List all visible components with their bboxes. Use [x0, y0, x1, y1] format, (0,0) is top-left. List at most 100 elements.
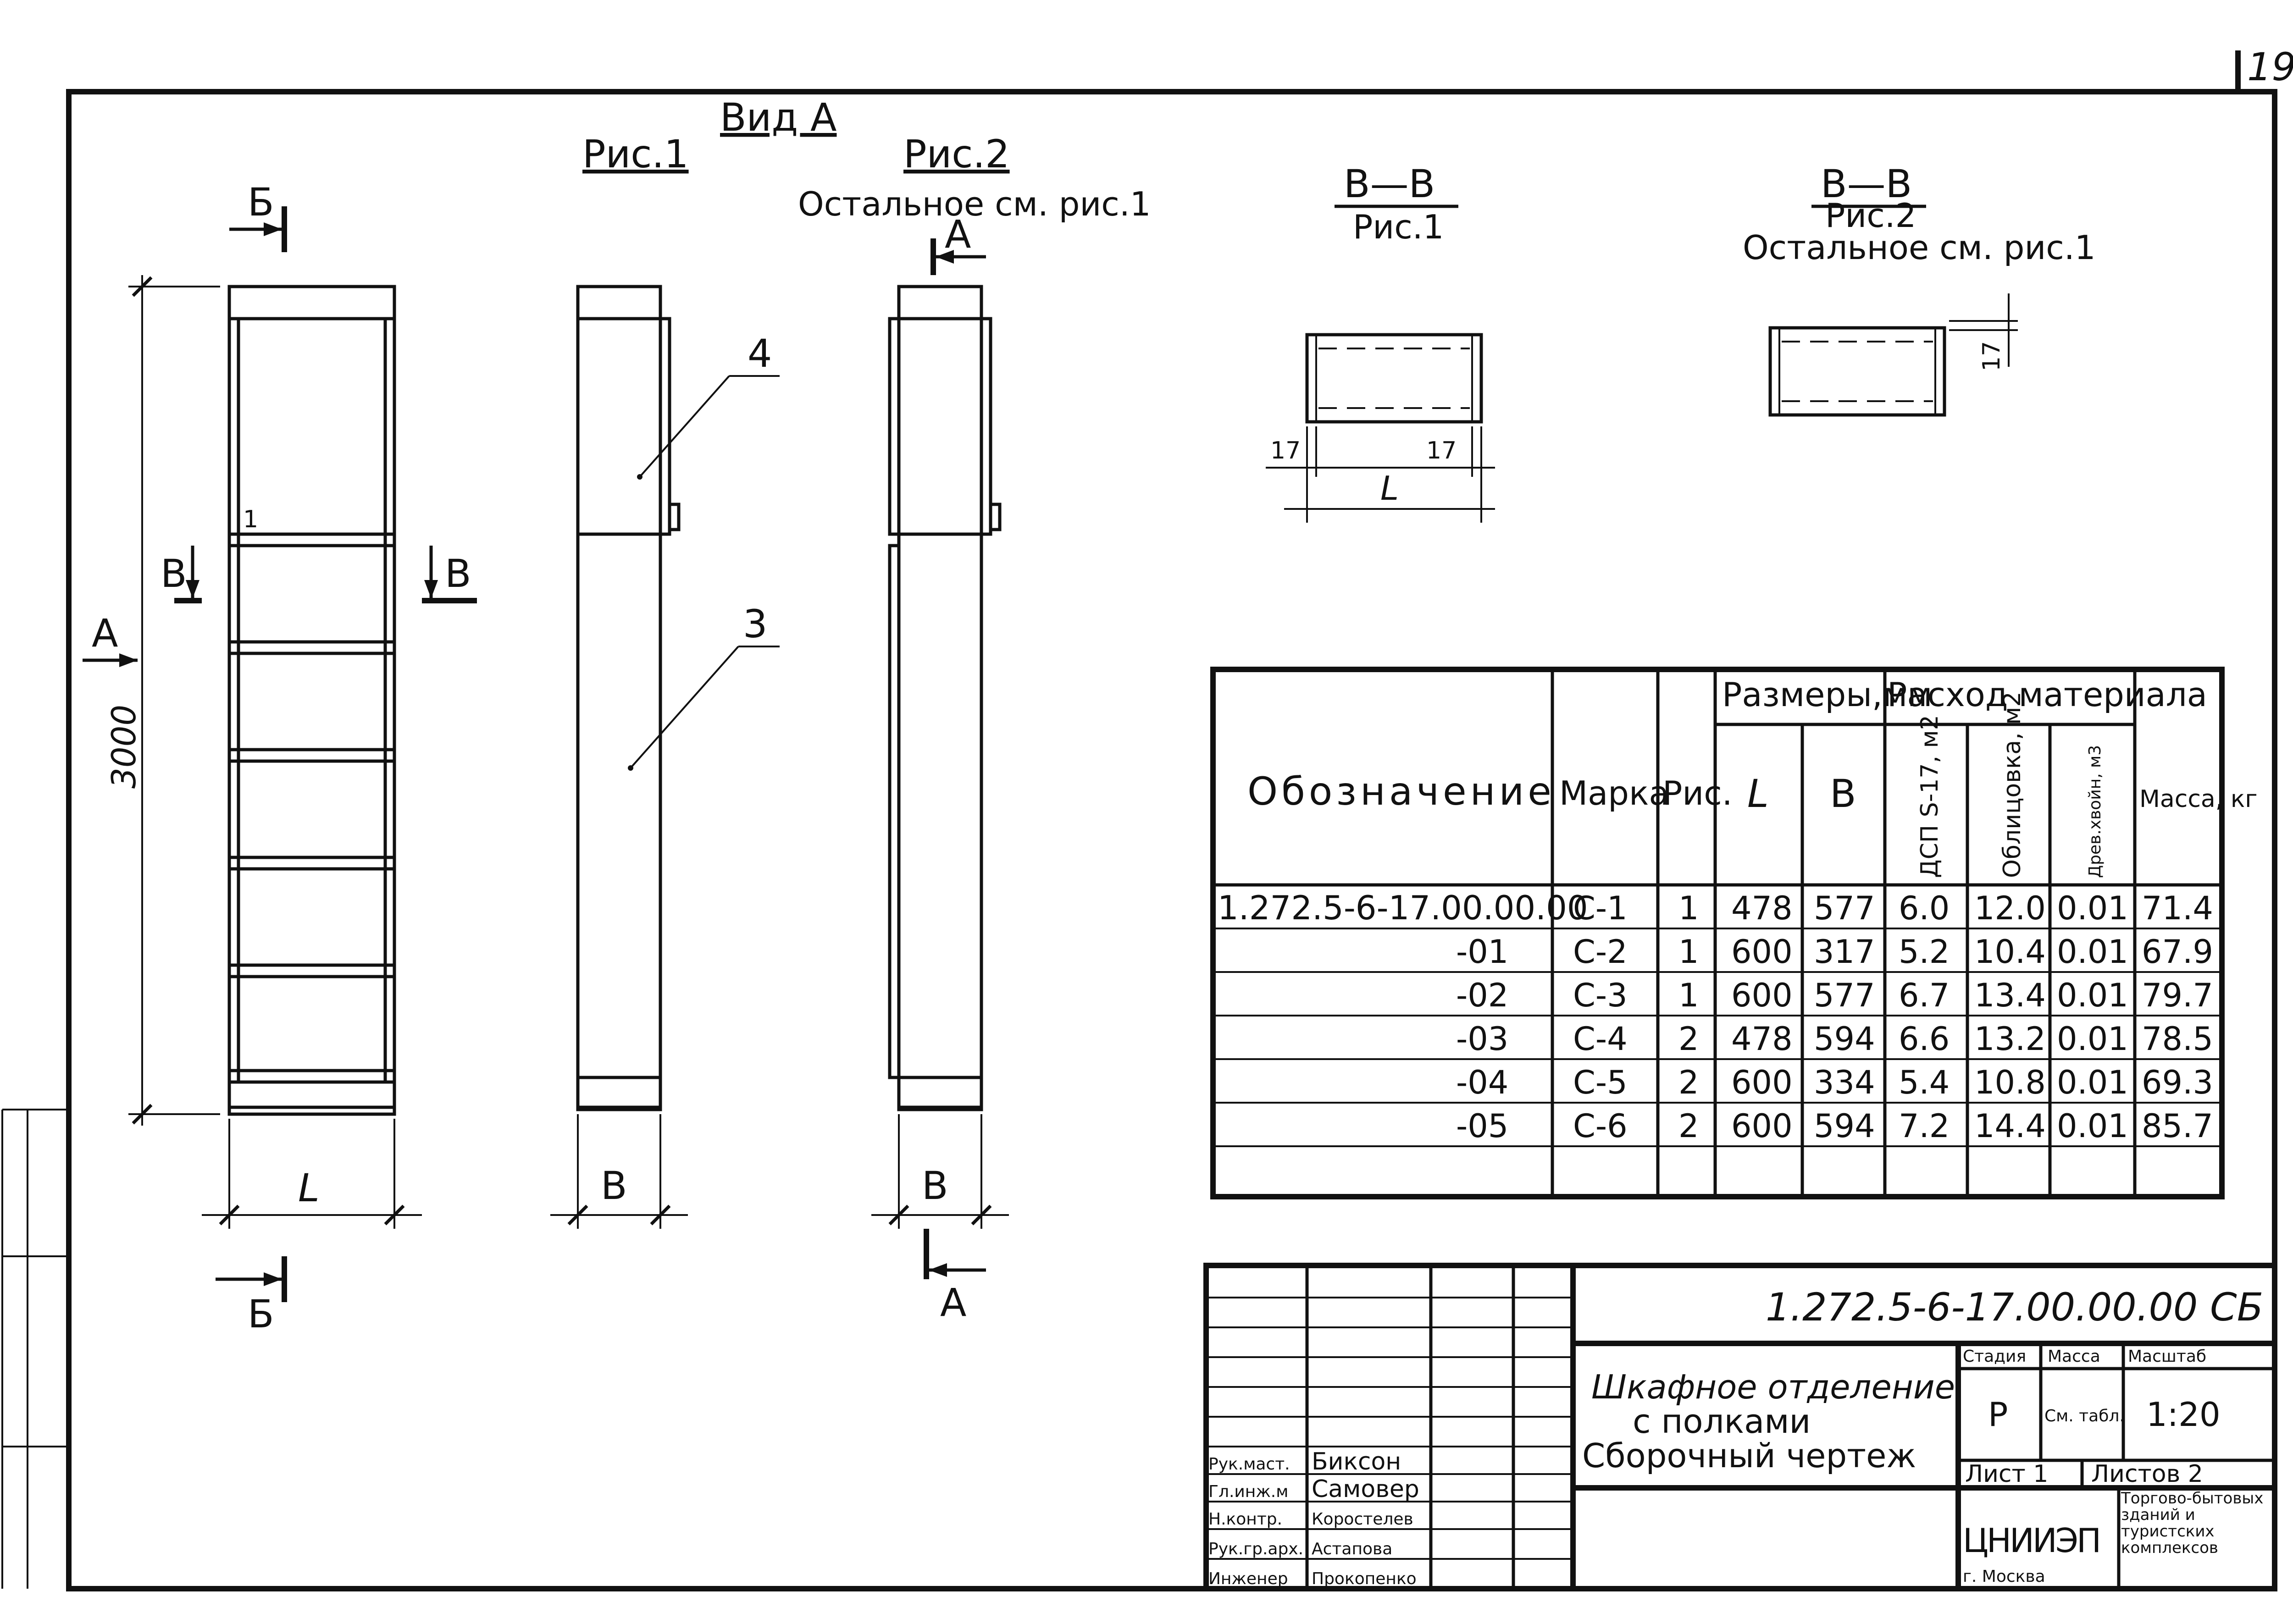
- ostalnoe-label: Остальное см. рис.1: [798, 185, 1151, 223]
- cell-L: 600: [1731, 977, 1793, 1014]
- cell-L: 600: [1731, 1107, 1793, 1145]
- cell-dsp: 5.4: [1899, 1064, 1950, 1101]
- cell-drev: 0.01: [2057, 977, 2128, 1014]
- cell-B: 577: [1814, 889, 1875, 927]
- cell-obl: 13.2: [1974, 1020, 2046, 1058]
- cell-dsp: 5.2: [1899, 933, 1950, 971]
- item-3-label: 3: [743, 602, 767, 646]
- cell-L: 600: [1731, 933, 1793, 971]
- cell-marka: С-1: [1573, 889, 1628, 927]
- cell-oboz: 1.272.5-6-17.00.00.00: [1218, 889, 1588, 927]
- doc-name-line3: Сборочный чертеж: [1582, 1436, 1916, 1475]
- cell-massa: 71.4: [2142, 889, 2213, 927]
- cell-ris: 2: [1678, 1064, 1699, 1101]
- table-row: -03 С-4 2 478 594 6.6 13.2 0.01 78.5: [1456, 1020, 2213, 1058]
- doc-name-line1: Шкафное отделение: [1591, 1368, 1955, 1406]
- name-3: Астапова: [1312, 1540, 1392, 1558]
- role-4: Инженер: [1208, 1569, 1288, 1588]
- cell-dsp: 6.6: [1899, 1020, 1950, 1058]
- front-view: 1 3000 L Б Б В В А: [83, 180, 477, 1337]
- section-vv-ris1: В—В Рис.1 17 17 L: [1266, 161, 1495, 523]
- section-v-left-label: В: [161, 551, 187, 596]
- cell-drev: 0.01: [2057, 1064, 2128, 1101]
- cell-marka: С-5: [1573, 1064, 1628, 1101]
- name-0: Биксон: [1312, 1448, 1401, 1475]
- cell-drev: 0.01: [2057, 933, 2128, 971]
- side-view-ris1: Вид А Рис.1 4 3 B: [550, 95, 836, 1229]
- material-table: Обозначение Марка Рис. Размеры,мм L B Ра…: [1210, 667, 2258, 1199]
- drawing-frame: [66, 89, 2277, 1591]
- section-a-bottom-label: А: [940, 1280, 966, 1325]
- name-1: Самовер: [1312, 1475, 1419, 1503]
- cell-oboz: -02: [1456, 977, 1508, 1014]
- table-row: -02 С-3 1 600 577 6.7 13.4 0.01 79.7: [1456, 977, 2213, 1014]
- dimension-B2: B: [922, 1163, 948, 1208]
- vv2-sub: Рис.2: [1825, 196, 1916, 235]
- cell-oboz: -05: [1456, 1107, 1508, 1145]
- header-razmery: Размеры,мм: [1722, 675, 1933, 714]
- section-b-bottom-label: Б: [248, 1292, 274, 1337]
- cell-B: 317: [1814, 933, 1875, 971]
- doc-name-line2: с полками: [1633, 1402, 1811, 1441]
- cell-ris: 2: [1678, 1107, 1699, 1145]
- item-4-label: 4: [748, 331, 772, 376]
- role-0: Рук.маст.: [1208, 1455, 1290, 1474]
- role-2: Н.контр.: [1208, 1510, 1282, 1529]
- section-a-top-label: А: [945, 212, 971, 257]
- org-name: ЦНИИЭП: [1963, 1521, 2099, 1560]
- dimension-L: L: [298, 1166, 320, 1210]
- ris1-label: Рис.1: [582, 132, 689, 177]
- cell-marka: С-6: [1573, 1107, 1628, 1145]
- cell-obl: 10.4: [1974, 933, 2046, 971]
- listov-value: Листов 2: [2091, 1460, 2203, 1488]
- cell-massa: 85.7: [2142, 1107, 2213, 1145]
- cell-marka: С-4: [1573, 1020, 1628, 1058]
- role-1: Гл.инж.м: [1208, 1482, 1288, 1501]
- header-oboz: Обозначение: [1247, 769, 1555, 814]
- stadia-header: Стадия: [1963, 1347, 2026, 1366]
- table-row: -04 С-5 2 600 334 5.4 10.8 0.01 69.3: [1456, 1064, 2213, 1101]
- header-ris: Рис.: [1662, 774, 1733, 812]
- cell-dsp: 7.2: [1899, 1107, 1950, 1145]
- cell-obl: 14.4: [1974, 1107, 2046, 1145]
- masshtab-value: 1:20: [2146, 1395, 2221, 1434]
- cell-oboz: -04: [1456, 1064, 1508, 1101]
- cell-marka: С-3: [1573, 977, 1628, 1014]
- arrow-a-label: А: [92, 611, 118, 656]
- cell-B: 577: [1814, 977, 1875, 1014]
- table-row: 1.272.5-6-17.00.00.00 С-1 1 478 577 6.0 …: [1218, 889, 2213, 927]
- header-drev: Древ.хвойн, м3: [2086, 745, 2105, 878]
- cell-massa: 69.3: [2142, 1064, 2213, 1101]
- cell-obl: 12.0: [1974, 889, 2046, 927]
- cell-L: 478: [1731, 1020, 1793, 1058]
- cell-massa: 79.7: [2142, 977, 2213, 1014]
- header-oblic: Облицовка, м2: [1999, 691, 2026, 878]
- vv1-dim-17b: 17: [1426, 437, 1457, 464]
- cell-oboz: -03: [1456, 1020, 1508, 1058]
- vv2-note: Остальное см. рис.1: [1743, 228, 2096, 267]
- cell-dsp: 6.7: [1899, 977, 1950, 1014]
- cell-obl: 10.8: [1974, 1064, 2046, 1101]
- header-dsp: ДСП S-17, м2: [1916, 715, 1944, 878]
- vv2-title: В—В: [1821, 161, 1912, 206]
- dimension-3000: 3000: [105, 705, 143, 789]
- massa-header: Масса: [2048, 1347, 2100, 1366]
- side-view-ris2: Рис.2 Остальное см. рис.1 А А B: [798, 132, 1151, 1325]
- cell-B: 594: [1814, 1020, 1875, 1058]
- role-3: Рук.гр.арх.: [1208, 1540, 1303, 1558]
- document-code: 1.272.5-6-17.00.00.00 СБ: [1766, 1285, 2263, 1330]
- vid-a-label: Вид А: [720, 95, 836, 140]
- cell-drev: 0.01: [2057, 889, 2128, 927]
- massa-value: См. табл.: [2044, 1407, 2125, 1425]
- item-1-label: 1: [243, 506, 258, 533]
- cell-marka: С-2: [1573, 933, 1628, 971]
- cell-massa: 67.9: [2142, 933, 2213, 971]
- page-number: 197: [2247, 44, 2293, 89]
- cell-dsp: 6.0: [1899, 889, 1950, 927]
- section-vv-ris2: В—В Рис.2 Остальное см. рис.1 17: [1743, 161, 2096, 417]
- header-B: B: [1830, 771, 1856, 816]
- header-rashod: Расход материала: [1887, 675, 2207, 714]
- cell-ris: 1: [1678, 889, 1699, 927]
- name-2: Коростелев: [1312, 1510, 1413, 1529]
- org-city: г. Москва: [1963, 1567, 2045, 1586]
